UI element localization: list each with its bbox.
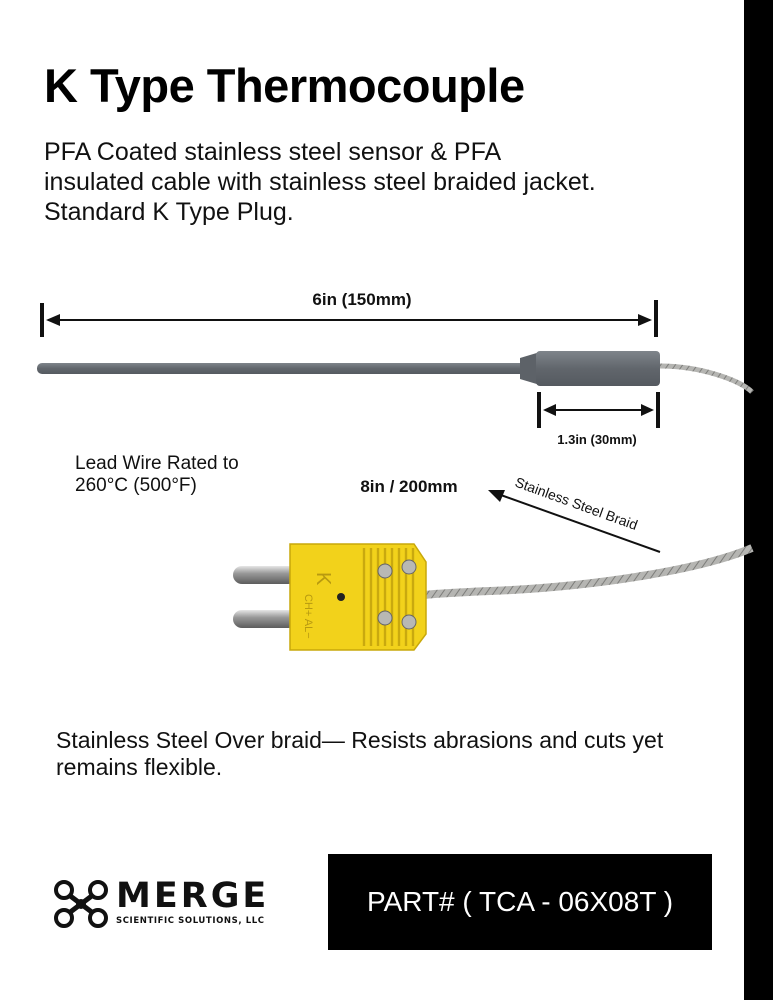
part-number-box: PART# ( TCA - 06X08T )	[328, 854, 712, 950]
logo-wordmark: MERGE	[116, 876, 270, 916]
logo-tagline: SCIENTIFIC SOLUTIONS, LLC	[116, 916, 265, 926]
merge-logo: MERGE SCIENTIFIC SOLUTIONS, LLC	[52, 876, 312, 936]
probe-tube	[37, 363, 540, 374]
plug-pin-positive	[233, 566, 297, 584]
arrowhead-right-icon	[638, 314, 652, 326]
plug-grip-ridges	[362, 548, 415, 646]
product-description: PFA Coated stainless steel sensor & PFA …	[44, 138, 596, 226]
probe-sheath	[37, 351, 660, 386]
braided-cable-upper	[659, 363, 754, 394]
probe-transition-sleeve	[536, 351, 660, 386]
probe-length-dimension: 6in (150mm)	[40, 290, 658, 337]
arrowhead-right-icon	[641, 404, 654, 416]
screw-icon	[377, 563, 393, 579]
cable-length-label: 8in / 200mm	[360, 477, 457, 496]
k-type-plug: K CH+ AL−	[233, 543, 427, 651]
arrowhead-left-icon	[543, 404, 556, 416]
braided-cable-lower	[424, 544, 754, 599]
probe-length-label: 6in (150mm)	[312, 290, 411, 309]
right-edge-bar	[744, 0, 773, 1000]
part-number: PART# ( TCA - 06X08T )	[366, 886, 674, 917]
lead-wire-rating: Lead Wire Rated to 260°C (500°F)	[75, 453, 239, 496]
arrowhead-left-icon	[46, 314, 60, 326]
plug-polarity: CH+ AL−	[302, 594, 314, 639]
screw-icon	[401, 614, 417, 630]
braid-feature-note: Stainless Steel Over braid— Resists abra…	[56, 727, 664, 780]
braid-label: Stainless Steel Braid	[513, 474, 640, 533]
sleeve-length-label: 1.3in (30mm)	[557, 432, 636, 447]
plug-letter: K	[312, 572, 334, 586]
arrowhead-icon	[488, 490, 505, 502]
plug-hole	[337, 593, 345, 601]
screw-icon	[401, 559, 417, 575]
plug-pin-negative	[233, 610, 297, 628]
braid-pointer-line	[497, 493, 661, 553]
page-title: K Type Thermocouple	[44, 59, 525, 112]
merge-logo-icon	[54, 880, 108, 928]
sleeve-length-dimension: 1.3in (30mm)	[537, 392, 660, 447]
screw-icon	[377, 610, 393, 626]
